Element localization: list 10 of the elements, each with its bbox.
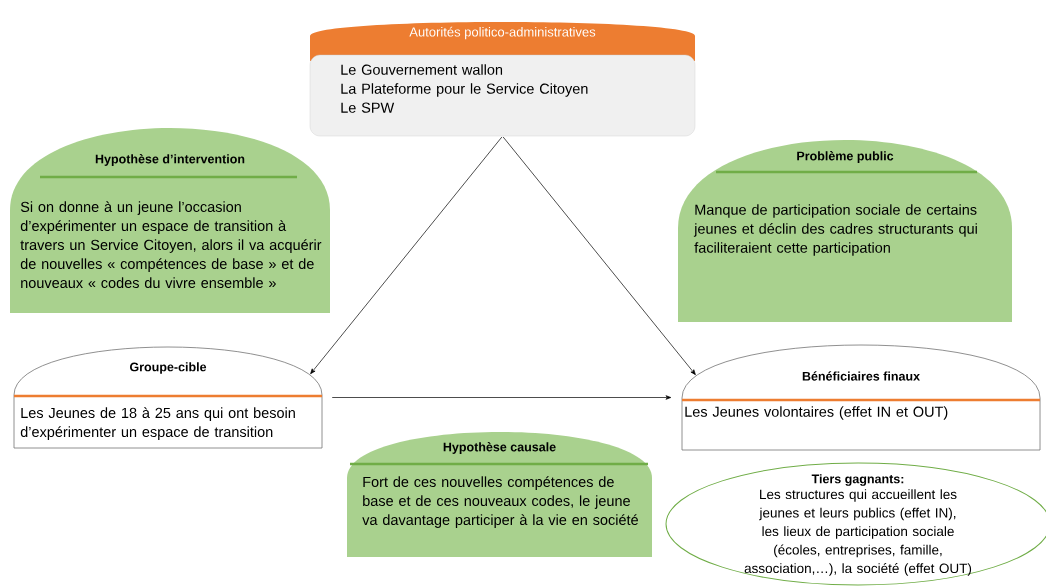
dome-box: Bénéficiaires finaux Les Jeunes volontaires (effet IN et OUT) <box>681 344 1041 451</box>
dome-box: Problème public Manque de participation sociale de certains jeunes et déclin des cadres structurants qui faciliteraient cette participation <box>678 140 1012 322</box>
header-box: Autorités politico-administratives Le Gouvernement wallon La Plateforme pour le Service Citoyen Le SPW <box>309 22 696 137</box>
arrow <box>310 136 503 375</box>
dome-box: Groupe-cible Les Jeunes de 18 à 25 ans qui ont besoin d’expérimenter un espace de transition <box>13 346 323 449</box>
dome-box: Hypothèse causale Fort de ces nouvelles compétences de base et de ces nouveaux codes, le jeune va davantage participer à la vie en société <box>347 432 652 557</box>
node-label: Autorités politico-administratives <box>409 26 596 40</box>
arrow <box>331 395 672 400</box>
arrow <box>502 136 696 375</box>
dome-box: Hypothèse d’intervention Si on donne à un jeune l’occasion d’expérimenter un espace de transition à travers un Service Citoyen, alors il va acquérir de nouvelles « compétences de base » et de nouveaux « codes du vivre ensemble » <box>10 128 330 313</box>
